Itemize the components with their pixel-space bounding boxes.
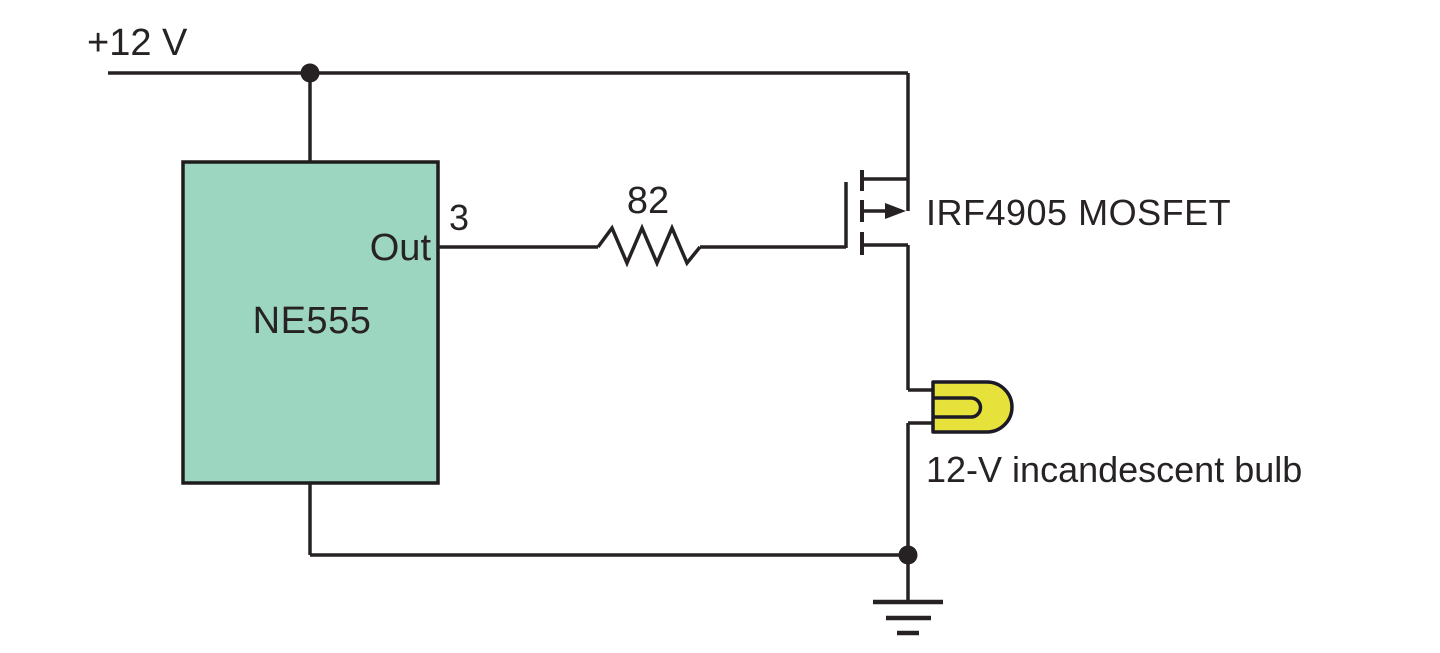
bulb-body — [931, 380, 1014, 434]
mosfet-label: IRF4905 MOSFET — [926, 192, 1231, 233]
bulb-inner-base — [933, 396, 983, 419]
supply-voltage-label: +12 V — [87, 22, 188, 64]
mosfet-body-arrow-icon — [885, 203, 906, 219]
ne555-box — [181, 160, 440, 485]
ic-name-label: NE555 — [253, 300, 372, 342]
resistor-value-label: 82 — [627, 180, 669, 222]
bulb-label: 12-V incandescent bulb — [926, 449, 1302, 490]
bulb-symbol — [908, 380, 1014, 434]
pin-number-label: 3 — [449, 197, 469, 238]
mosfet-symbol — [844, 170, 908, 255]
ground-symbol-icon — [873, 555, 943, 636]
pin-name-label: Out — [370, 227, 432, 269]
resistor-symbol — [596, 223, 702, 268]
